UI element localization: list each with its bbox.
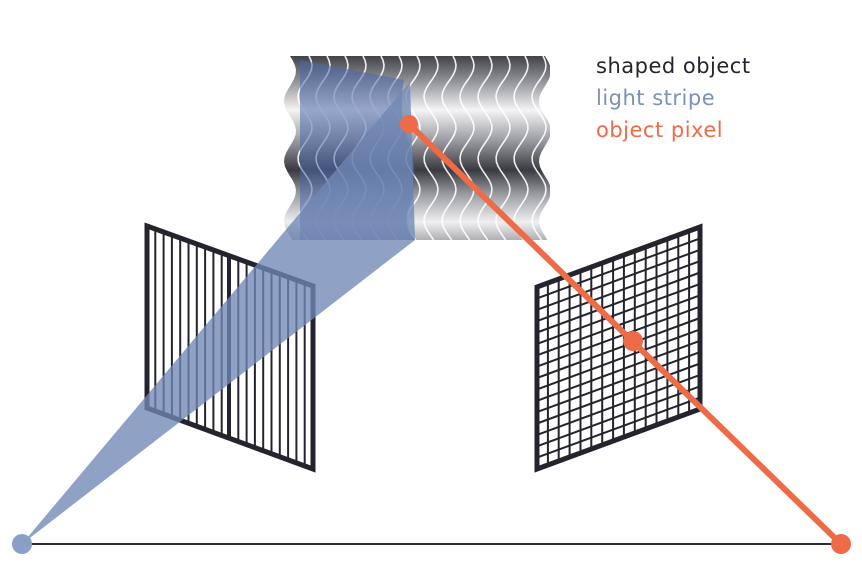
light-stripe-beam [22, 82, 415, 544]
object-contour-line [513, 56, 529, 240]
legend-light-stripe: light stripe [596, 86, 715, 110]
legend-shaped-object: shaped object [596, 54, 751, 78]
object-contour-line [441, 56, 457, 240]
camera-grid-row [536, 271, 701, 334]
camera-grid-row [536, 351, 701, 414]
camera-grid-row [536, 396, 701, 459]
image-pixel-point [623, 331, 643, 351]
projector-point [12, 534, 32, 554]
object-contour-line [423, 56, 439, 240]
camera-grid-row [536, 237, 701, 300]
legend-object-pixel: object pixel [596, 118, 723, 142]
camera-grid-row [536, 373, 701, 436]
legend: shaped object light stripe object pixel [596, 54, 751, 142]
object-contour-line [531, 56, 547, 240]
object-contour-line [459, 56, 475, 240]
object-pixel-point [400, 115, 418, 133]
camera-grid-row [536, 328, 701, 391]
camera-point [831, 534, 851, 554]
camera-grid-row [536, 305, 701, 368]
camera-grid-row [536, 317, 701, 379]
camera-grid-row [536, 362, 701, 425]
camera-sensor-panel [534, 223, 703, 473]
camera-grid-row [536, 339, 701, 402]
camera-grid-row [536, 260, 701, 323]
camera-grid-row [536, 248, 701, 311]
camera-grid-row [536, 385, 701, 448]
camera-grid-row [536, 282, 701, 345]
object-contour-line [477, 56, 493, 240]
object-pixel-ray [406, 121, 844, 547]
